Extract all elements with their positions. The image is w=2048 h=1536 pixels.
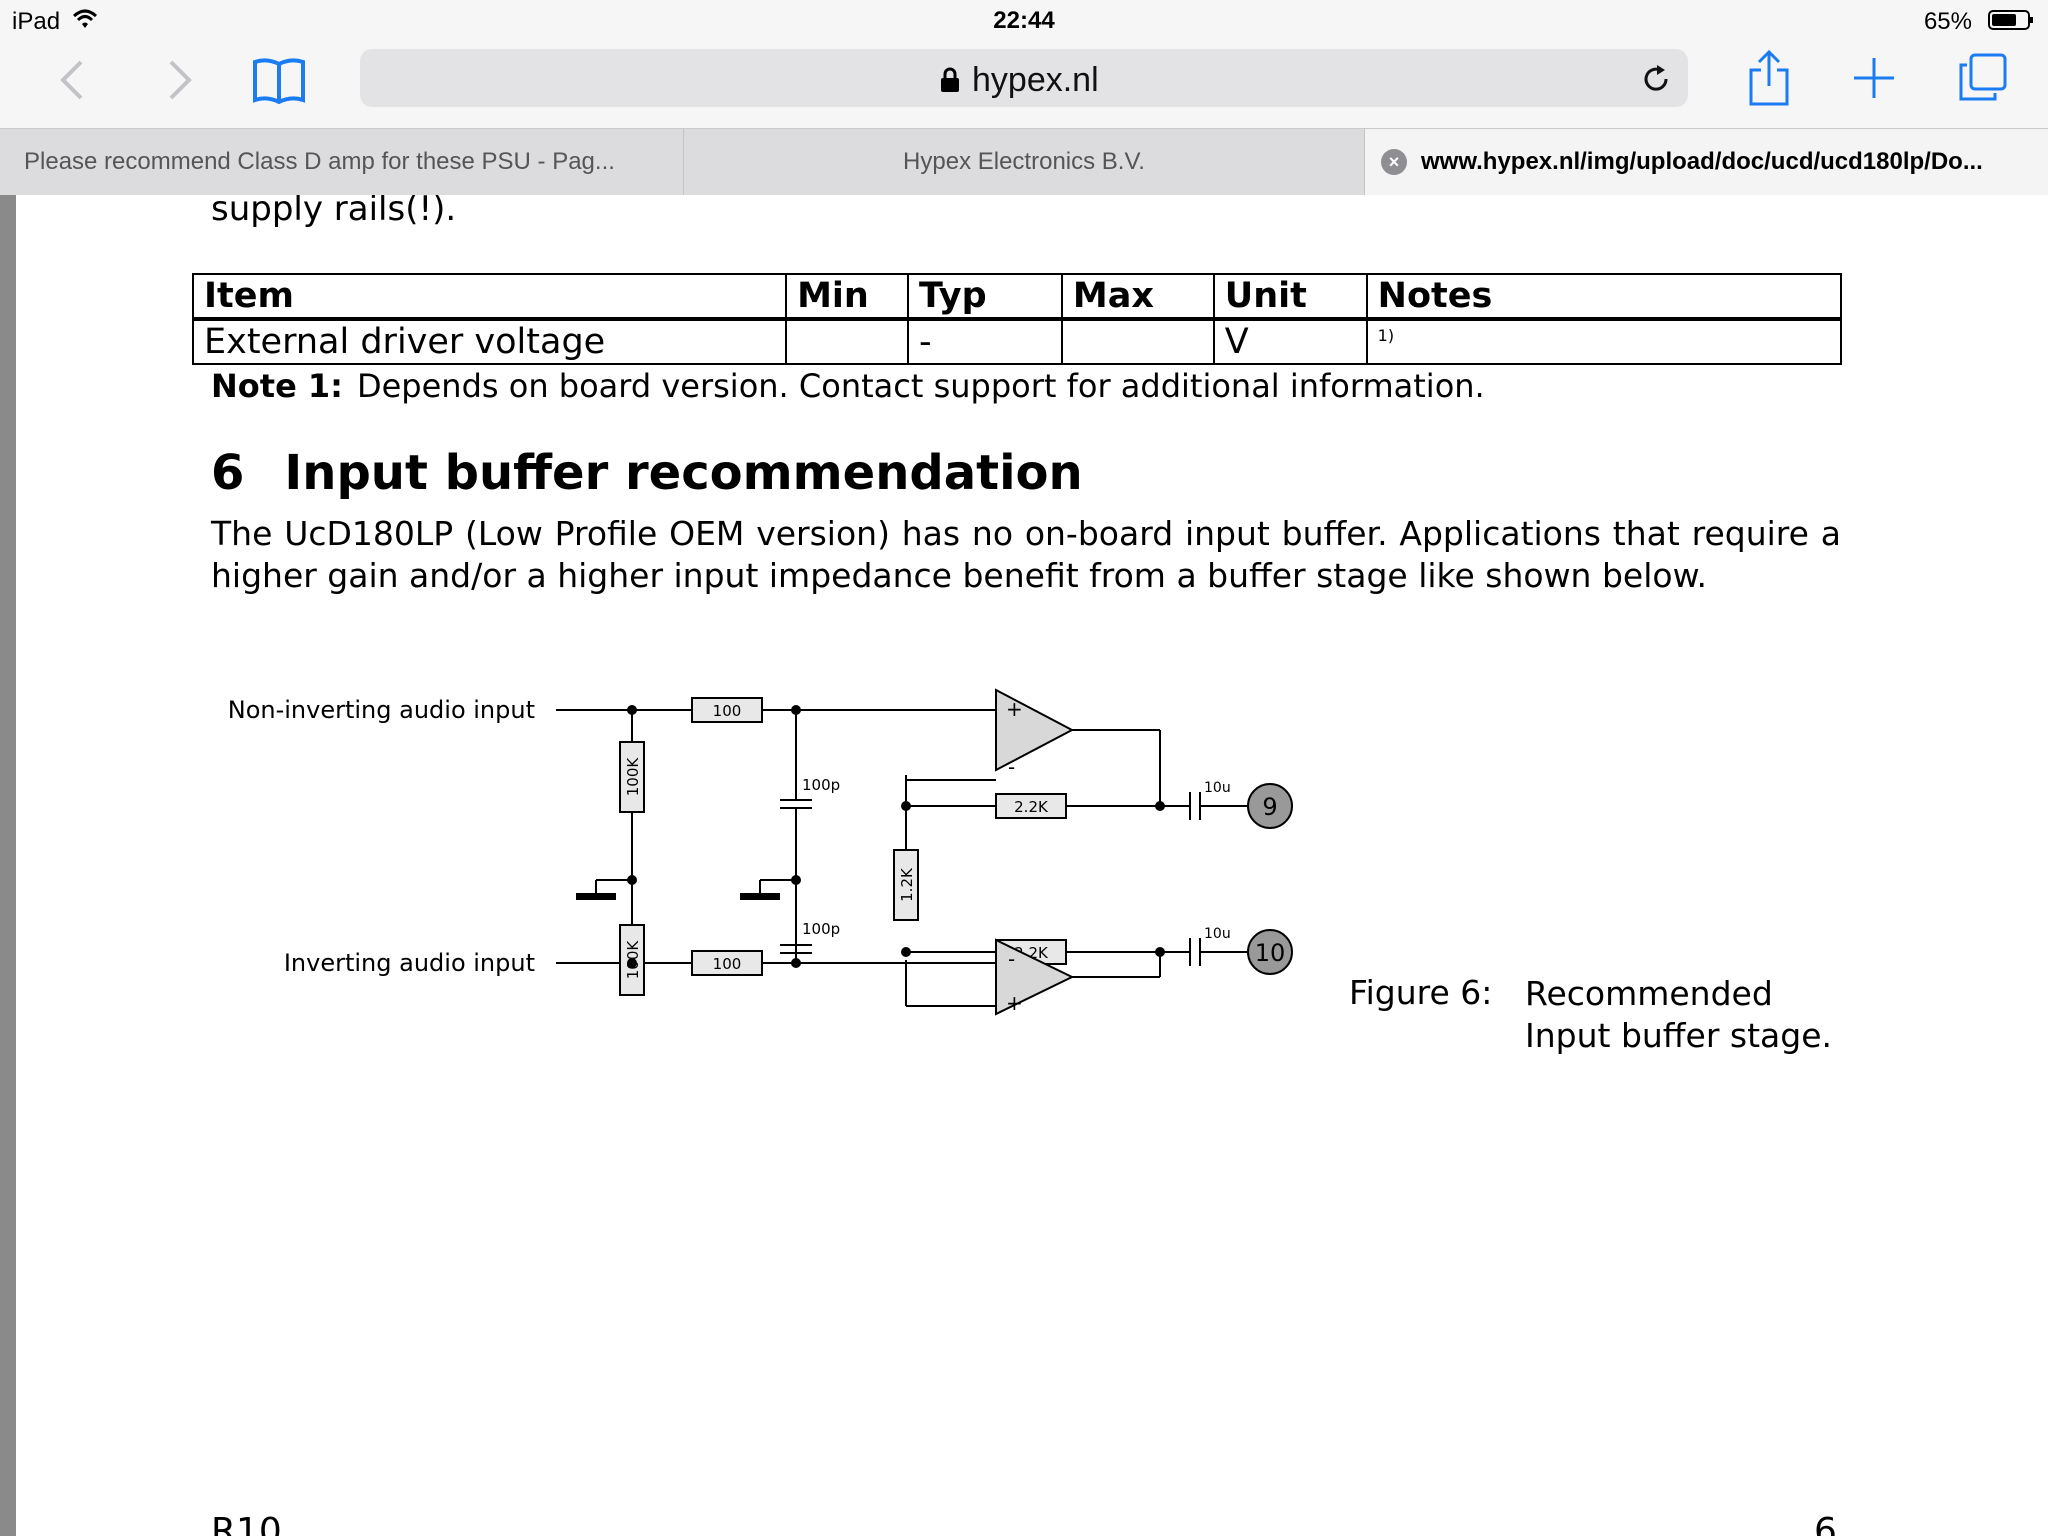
input-label-inverting: Inverting audio input <box>284 949 535 977</box>
tab-title: Please recommend Class D amp for these P… <box>24 148 615 175</box>
new-tab-button[interactable] <box>1850 54 1898 102</box>
section-title: Input buffer recommendation <box>284 445 1083 501</box>
reload-icon[interactable] <box>1640 63 1672 95</box>
capacitor-label: 100p <box>802 776 840 794</box>
battery-percentage: 65% <box>1923 8 1972 35</box>
tab-title: Hypex Electronics B.V. <box>903 148 1145 175</box>
opamp-plus: + <box>1006 697 1023 721</box>
tabs-overview-button[interactable] <box>1956 50 2010 104</box>
back-button[interactable] <box>50 58 94 102</box>
table-cell: External driver voltage <box>191 318 788 365</box>
resistor-label: 100K <box>624 757 642 797</box>
table-header: Unit <box>1212 273 1368 321</box>
buffer-schematic: 100 100 100K 100K 100p 100p 1.2K <box>228 688 1293 1016</box>
table-header: Item <box>191 273 788 321</box>
forward-button[interactable] <box>158 58 202 102</box>
chevron-right-icon <box>169 60 192 100</box>
page-footer-left: R10 <box>211 1511 282 1536</box>
pdf-page: supply rails(!). Item Min Typ Max Unit N… <box>16 195 2048 1536</box>
page-viewport[interactable]: supply rails(!). Item Min Typ Max Unit N… <box>0 195 2048 1536</box>
opamp-minus: - <box>1008 947 1015 971</box>
battery-icon <box>1988 10 2033 30</box>
share-icon <box>1749 50 1789 106</box>
chevron-left-icon <box>60 60 83 100</box>
spec-table: Item Min Typ Max Unit Notes External dri… <box>191 273 1843 365</box>
input-label-noninverting: Non-inverting audio input <box>228 696 535 724</box>
tab-active-pdf[interactable]: × www.hypex.nl/img/upload/doc/ucd/ucd180… <box>1365 129 2048 195</box>
resistor-label: 2.2K <box>1014 798 1049 816</box>
share-button[interactable] <box>1744 48 1794 108</box>
table-header: Notes <box>1365 273 1843 321</box>
figure-label: Figure 6: <box>1349 973 1493 1012</box>
capacitor-label: 100p <box>802 920 840 938</box>
page-number: 6 <box>1814 1511 1837 1536</box>
figure-caption-line: Recommended <box>1525 974 1773 1013</box>
status-bar: iPad 22:44 65% <box>0 0 2048 40</box>
table-cell <box>1060 318 1215 365</box>
bookmarks-button[interactable] <box>250 54 308 106</box>
table-header: Max <box>1060 273 1215 321</box>
table-header: Typ <box>907 273 1063 321</box>
pin-label: 10 <box>1255 939 1286 967</box>
device-name: iPad <box>12 8 61 35</box>
tab-hypex[interactable]: Hypex Electronics B.V. <box>684 129 1365 195</box>
resistor-label: 100 <box>713 955 742 973</box>
body-text: supply rails(!). <box>211 195 457 229</box>
tab-forum[interactable]: Please recommend Class D amp for these P… <box>0 129 684 195</box>
figure-caption: Recommended Input buffer stage. <box>1525 973 1832 1057</box>
table-cell: V <box>1212 318 1368 365</box>
note-text: Depends on board version. Contact suppor… <box>356 367 1485 405</box>
table-cell <box>785 318 910 365</box>
body-paragraph: The UcD180LP (Low Profile OEM version) h… <box>211 514 1841 595</box>
book-icon <box>253 58 305 104</box>
section-number: 6 <box>211 445 245 501</box>
pin-label: 9 <box>1262 793 1277 821</box>
address-domain: hypex.nl <box>972 61 1099 99</box>
plus-icon <box>1854 58 1894 98</box>
section-heading: 6 Input buffer recommendation <box>211 445 1083 501</box>
table-cell: - <box>907 318 1063 365</box>
figure-caption-line: Input buffer stage. <box>1525 1016 1832 1055</box>
tab-title: www.hypex.nl/img/upload/doc/ucd/ucd180lp… <box>1421 148 1983 175</box>
capacitor-label: 10u <box>1204 780 1231 796</box>
tab-bar: Please recommend Class D amp for these P… <box>0 128 2048 196</box>
resistor-label: 1.2K <box>898 867 916 902</box>
note: Note 1: Depends on board version. Contact… <box>211 367 1485 405</box>
lock-icon <box>941 67 959 92</box>
table-row: External driver voltage - V 1) <box>191 318 1843 365</box>
close-tab-icon[interactable]: × <box>1381 149 1407 175</box>
note-label: Note 1: <box>211 367 343 405</box>
footnote-ref: 1) <box>1377 326 1395 345</box>
opamp-minus: - <box>1008 755 1015 779</box>
wifi-icon <box>72 9 98 28</box>
browser-toolbar: hypex.nl <box>0 40 2048 128</box>
table-header-row: Item Min Typ Max Unit Notes <box>191 273 1843 321</box>
opamp-plus: + <box>1006 991 1023 1015</box>
table-header: Min <box>785 273 910 321</box>
address-bar[interactable]: hypex.nl <box>360 49 1688 107</box>
clock: 22:44 <box>993 7 1055 34</box>
tabs-icon <box>1959 53 2007 101</box>
capacitor-label: 10u <box>1204 926 1231 942</box>
resistor-label: 100 <box>713 702 742 720</box>
table-cell: 1) <box>1365 318 1843 365</box>
